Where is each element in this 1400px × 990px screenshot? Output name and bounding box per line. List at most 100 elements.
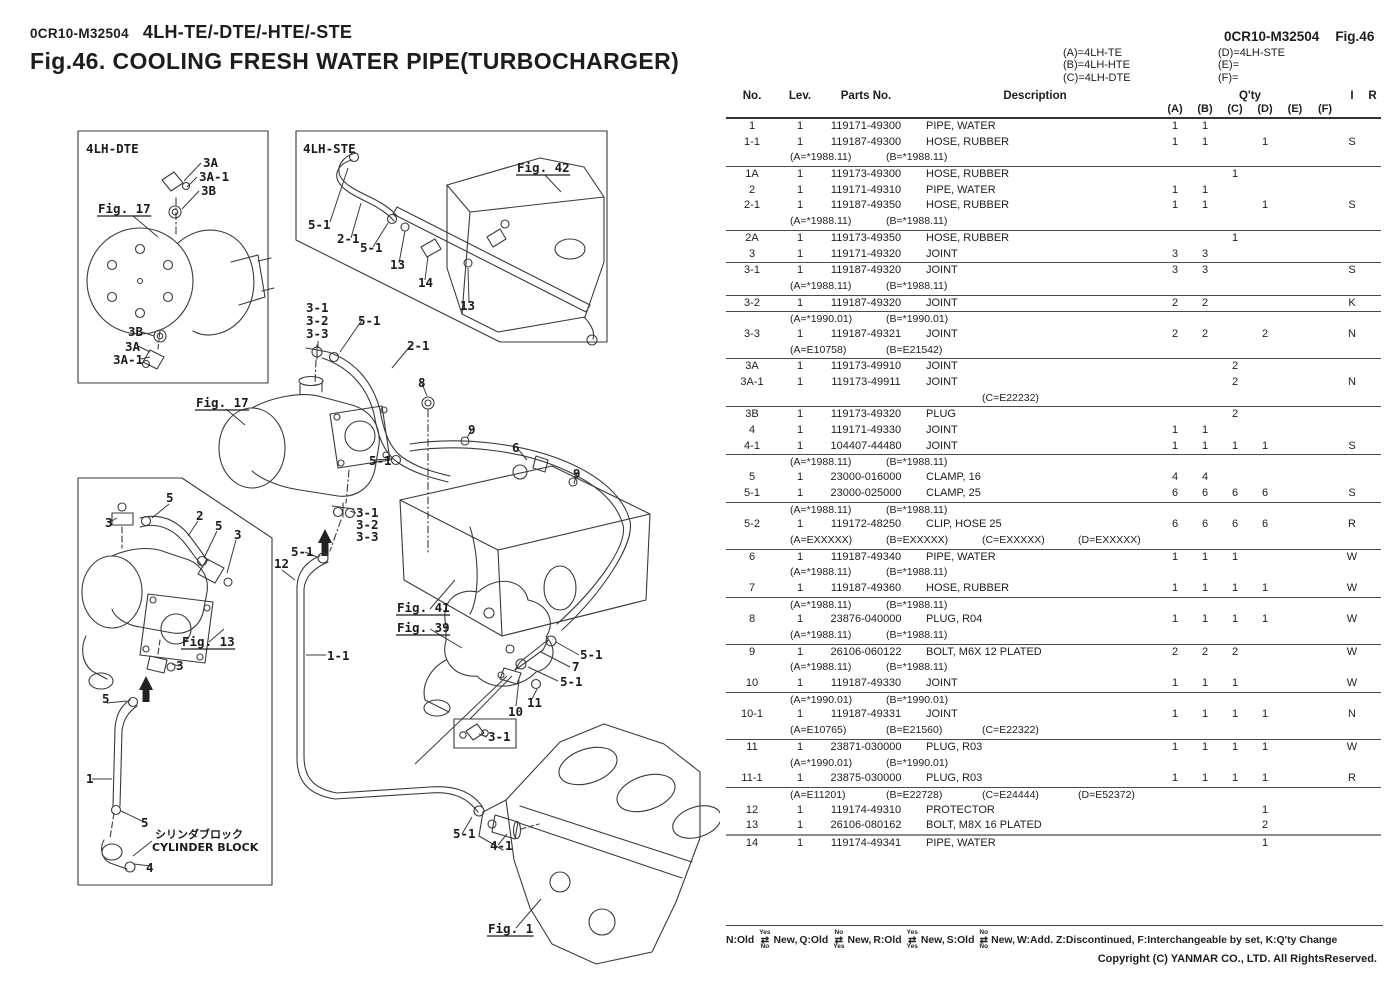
diagram-label: 5 <box>102 691 110 706</box>
part-interchange-code <box>1340 359 1364 375</box>
diagram-label: Fig. 42 <box>517 160 570 175</box>
part-number: 23000-016000 <box>830 471 902 484</box>
qty-subheader: (A)(B)(C)(D)(E)(F) <box>1160 103 1340 117</box>
part-qty: 6 <box>1261 518 1269 531</box>
part-interchange-code <box>1340 818 1364 834</box>
part-qty: 1 <box>1261 708 1269 721</box>
part-qty <box>1220 183 1250 199</box>
applicability-note <box>1078 756 1174 772</box>
diagram-label: Fig. 17 <box>98 201 151 216</box>
applicability-note: (B=*1988.11) <box>886 629 948 641</box>
applicability-note <box>982 343 1078 359</box>
applicability-note: (A=E10758) <box>790 343 847 356</box>
qty-col-header: (C) <box>1227 103 1243 115</box>
applicability-note <box>1078 279 1174 295</box>
applicability-note: (B=*1990.01) <box>886 693 949 706</box>
part-qty <box>1220 263 1250 279</box>
diagram-label: 5-1 <box>453 826 476 841</box>
part-description: PLUG, R03 <box>926 740 983 753</box>
part-qty: 2 <box>1231 376 1239 388</box>
part-r-code <box>1364 263 1381 279</box>
model-legend-item: (D)=4LH-STE <box>1218 47 1285 59</box>
part-qty <box>1280 707 1310 723</box>
footer-code: S:Old <box>946 934 975 946</box>
applicability-note <box>1078 660 1174 676</box>
part-qty <box>1250 296 1280 312</box>
applicability-note <box>982 598 1078 613</box>
diagram-label: 5-1 <box>360 240 383 255</box>
part-r-code <box>1364 198 1381 214</box>
applicability-note <box>1078 312 1174 327</box>
part-qty: 1 <box>1171 613 1179 626</box>
part-qty <box>1310 517 1340 533</box>
part-r-code <box>1364 612 1381 628</box>
part-no-ref: 11-1 <box>741 772 763 785</box>
doc-code: 0CR10-M32504 <box>30 26 129 41</box>
applicability-note: (A=*1990.01) <box>790 313 853 326</box>
part-number: 119173-49350 <box>830 231 902 244</box>
part-qty <box>1220 470 1250 486</box>
diagram-label: 4-1 <box>490 838 513 853</box>
part-qty <box>1280 771 1310 787</box>
part-number: 23871-030000 <box>830 740 902 753</box>
part-level: 1 <box>796 168 804 181</box>
footer-code: New, <box>920 934 945 946</box>
diagram-label: 3 <box>105 515 113 530</box>
part-r-code <box>1364 818 1381 834</box>
part-no-ref: 1 <box>748 120 756 132</box>
applicability-note: (A=*1988.11) <box>790 456 852 469</box>
part-qty: 1 <box>1201 677 1209 690</box>
part-qty <box>1280 231 1310 247</box>
part-level: 1 <box>796 677 804 690</box>
part-qty: 2 <box>1261 819 1269 832</box>
part-number: 23875-030000 <box>830 772 902 785</box>
part-r-code <box>1364 375 1381 391</box>
part-qty: 1 <box>1171 677 1179 690</box>
part-qty <box>1280 676 1310 692</box>
note-row: (A=*1988.11)(B=*1988.11) <box>726 454 1381 470</box>
diagram-label: 3A-1 <box>199 169 229 184</box>
part-qty <box>1280 836 1310 852</box>
part-qty <box>1280 296 1310 312</box>
part-qty: 6 <box>1201 486 1209 499</box>
part-r-code <box>1364 423 1381 439</box>
part-qty <box>1280 439 1310 455</box>
part-level: 1 <box>796 327 804 340</box>
part-qty <box>1310 375 1340 391</box>
col-header-description: Description <box>1003 90 1067 102</box>
leader-lines <box>92 162 580 929</box>
part-qty <box>1220 836 1250 852</box>
part-r-code <box>1364 296 1381 312</box>
exchange-arrows-icon: Yes⇄Yes <box>907 929 918 950</box>
diagram-label: 11 <box>527 695 542 710</box>
part-no-ref: 4 <box>748 424 756 437</box>
note-row: (A=*1990.01)(B=*1990.01) <box>726 756 1381 772</box>
qty-col-header: (F) <box>1317 103 1333 115</box>
part-qty: 3 <box>1201 247 1209 260</box>
part-level: 1 <box>796 135 804 148</box>
part-qty <box>1280 423 1310 439</box>
applicability-note: (A=*1988.11) <box>790 151 852 164</box>
part-interchange-code <box>1340 183 1364 199</box>
applicability-note: (B=*1988.11) <box>886 279 948 292</box>
part-qty <box>1280 645 1310 661</box>
part-description: PLUG, R04 <box>926 613 983 626</box>
part-qty: 1 <box>1231 231 1239 244</box>
part-r-code <box>1364 581 1381 597</box>
applicability-note: (B=*1988.11) <box>886 151 948 164</box>
applicability-note <box>1078 598 1174 613</box>
part-interchange-code: R <box>1348 518 1356 531</box>
applicability-note: (A=EXXXXX) <box>790 533 853 546</box>
applicability-note <box>982 312 1078 327</box>
applicability-note: (B=E22728) <box>886 788 943 801</box>
part-qty: 1 <box>1171 772 1179 785</box>
applicability-note: (B=*1990.01) <box>886 756 949 769</box>
part-description: HOSE, RUBBER <box>926 231 1010 244</box>
part-r-code <box>1364 486 1381 502</box>
part-qty: 1 <box>1201 135 1209 148</box>
part-qty: 3 <box>1201 264 1209 277</box>
part-qty <box>1310 263 1340 279</box>
part-qty <box>1310 167 1340 183</box>
